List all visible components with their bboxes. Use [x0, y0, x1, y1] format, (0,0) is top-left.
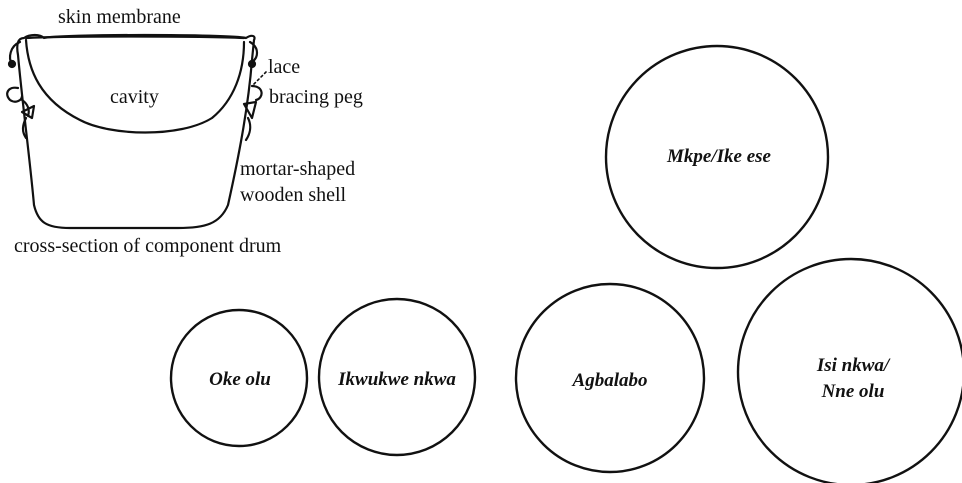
drum-name-mkpe: Mkpe/Ike ese: [667, 144, 771, 170]
drum-name-line: Oke olu: [209, 369, 271, 390]
drum-name-oke: Oke olu: [209, 367, 271, 393]
label-cavity: cavity: [110, 86, 159, 108]
drum-circle-mkpe: [604, 44, 830, 270]
label-skin-membrane: skin membrane: [58, 6, 181, 28]
drum-name-line: Nne olu: [821, 381, 885, 402]
wooden-shell-outline: [16, 33, 256, 230]
left-lace-knot-icon: [7, 59, 17, 69]
left-peg-tail: [21, 116, 28, 140]
label-lace: lace: [268, 56, 301, 78]
right-lace-knot-icon: [247, 59, 257, 69]
drum-circle-ikwukwe: [317, 297, 477, 457]
right-bracing-peg-icon: [242, 84, 263, 120]
drum-circle-isi: [736, 257, 962, 483]
label-bracing-peg: bracing peg: [269, 86, 363, 108]
drum-name-isi: Isi nkwa/ Nne olu: [817, 353, 889, 405]
label-shell-line1: mortar-shaped: [240, 158, 356, 180]
drum-circle-oke: [169, 308, 309, 448]
drum-name-line: Mkpe/Ike ese: [667, 146, 771, 167]
skin-membrane-line: [24, 35, 246, 40]
cavity-outline: [24, 38, 246, 134]
drum-name-ikwukwe: Ikwukwe nkwa: [338, 367, 456, 393]
drum-circle-agbalabo: [514, 282, 706, 474]
drum-name-line: Ikwukwe nkwa: [338, 369, 456, 390]
right-peg-tail: [244, 116, 252, 142]
cross-section-caption: cross-section of component drum: [14, 235, 282, 257]
drum-name-line: Isi nkwa/: [816, 355, 890, 376]
left-bracing-peg-icon: [6, 86, 36, 120]
lace-pointer: [253, 71, 267, 85]
drum-cross-section: [6, 33, 267, 230]
label-shell-line2: wooden shell: [240, 184, 347, 206]
drum-name-line: Agbalabo: [572, 370, 648, 391]
drum-circles: [169, 44, 962, 483]
drum-name-agbalabo: Agbalabo: [573, 368, 648, 394]
